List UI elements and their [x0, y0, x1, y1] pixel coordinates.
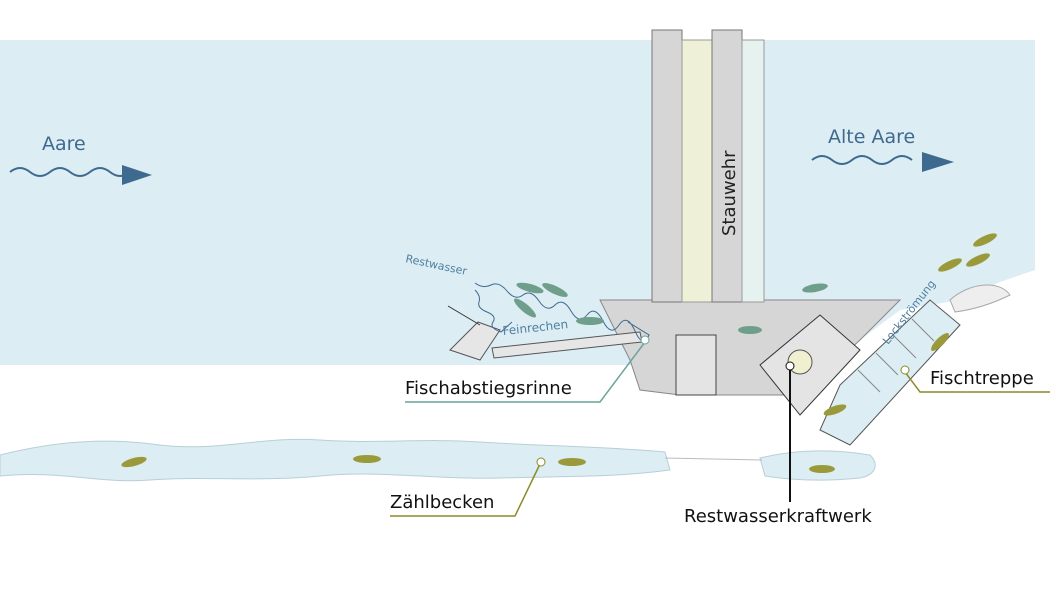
aare-flow-arrow	[9, 167, 131, 177]
label-fischabstiegsrinne: Fischabstiegsrinne	[405, 378, 572, 399]
boom-line	[447, 305, 481, 326]
weir-pier-left	[651, 29, 683, 303]
zaehlbecken-marker	[536, 457, 546, 467]
weir-pier-right	[711, 29, 743, 303]
fish-icons	[513, 282, 828, 334]
riprap-stones	[949, 284, 1011, 313]
weir-gate-right	[741, 39, 765, 303]
alte-aare-arrowhead-icon	[922, 152, 954, 172]
alte-aare-flow-arrow	[811, 155, 913, 165]
label-fischtreppe: Fischtreppe	[930, 368, 1034, 389]
label-feinrechen: Feinrechen	[502, 317, 569, 338]
fish-stream	[0, 438, 671, 482]
label-aare: Aare	[42, 133, 86, 155]
weir-gate	[681, 39, 713, 303]
fischtreppe-marker	[900, 365, 910, 375]
fischabstiegsrinne-marker	[640, 335, 650, 345]
weir-gate-house	[675, 334, 717, 396]
label-stauwehr: Stauwehr	[719, 150, 740, 236]
label-alte-aare: Alte Aare	[828, 126, 915, 148]
restwasserkraftwerk-marker	[785, 361, 795, 371]
restwasser-flow-line	[474, 282, 650, 342]
fischabstiegsrinne-callout-line	[405, 341, 646, 403]
fischtreppe-callout-line	[904, 371, 1050, 393]
zaehlbecken-callout-line	[390, 463, 541, 517]
label-restwasserkraftwerk: Restwasserkraftwerk	[684, 506, 872, 527]
pipe-line	[664, 457, 763, 461]
fischtreppe-steps	[857, 318, 935, 393]
left-abutment	[449, 321, 501, 361]
restwasser-flow-line-2	[474, 289, 513, 333]
label-zaehlbecken: Zählbecken	[390, 492, 494, 513]
fish-icons-yellow	[121, 233, 997, 473]
fischtreppe-structure	[819, 299, 961, 446]
river-water	[0, 40, 1035, 365]
aare-arrowhead-icon	[122, 165, 152, 185]
